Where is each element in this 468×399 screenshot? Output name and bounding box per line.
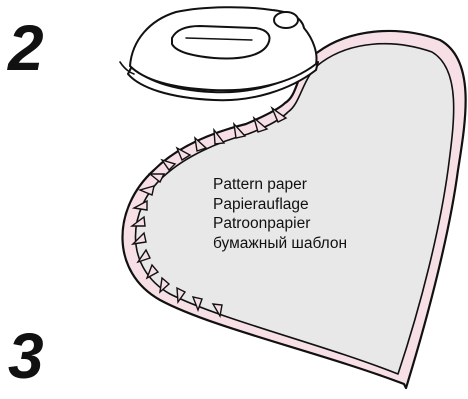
iron-icon bbox=[120, 7, 318, 100]
step-number-2: 2 bbox=[8, 16, 44, 80]
step-number-3: 3 bbox=[8, 324, 44, 388]
pattern-paper-label: Pattern paper Papierauflage Patroonpapie… bbox=[213, 175, 413, 253]
label-german: Papierauflage bbox=[213, 195, 413, 215]
label-russian: бумажный шаблон bbox=[213, 234, 413, 254]
label-dutch: Patroonpapier bbox=[213, 214, 413, 234]
label-english: Pattern paper bbox=[213, 175, 413, 195]
